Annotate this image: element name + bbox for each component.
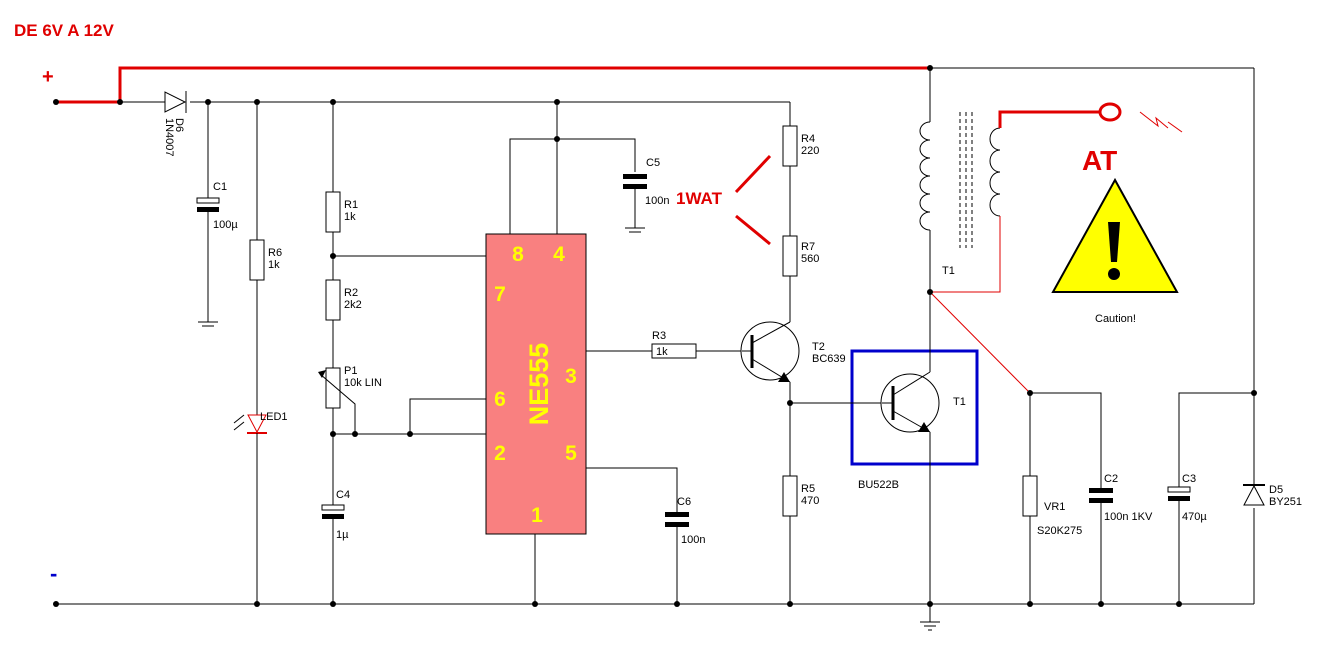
svg-text:1N4007: 1N4007	[163, 118, 175, 157]
pin-8-label: 8	[512, 243, 524, 266]
pin-2-label: 2	[494, 442, 506, 465]
led-led1: LED1	[233, 411, 288, 604]
svg-text:1k: 1k	[656, 346, 668, 358]
svg-text:100n: 100n	[645, 195, 669, 207]
capacitor-c6: C6 100n	[665, 496, 705, 604]
svg-text:R7: R7	[801, 241, 815, 253]
svg-text:1k: 1k	[268, 259, 280, 271]
svg-text:2k2: 2k2	[344, 299, 362, 311]
svg-text:LED1: LED1	[260, 411, 288, 423]
resistor-r4: R4 220	[782, 102, 819, 236]
pin-6-label: 6	[494, 388, 506, 411]
varistor-vr1: VR1 S20K275	[1022, 392, 1102, 604]
svg-text:T1: T1	[953, 396, 966, 408]
svg-text:220: 220	[801, 145, 819, 157]
svg-text:1WAT: 1WAT	[676, 189, 723, 208]
svg-text:470µ: 470µ	[1182, 511, 1207, 523]
svg-text:C4: C4	[336, 489, 350, 501]
svg-text:D6: D6	[173, 118, 185, 132]
transformer-t1: T1	[919, 68, 1001, 292]
resistor-r3: R3 1k	[651, 330, 697, 359]
ne555-chip: 8 4 7 3 6 2 5 1 NE555	[485, 233, 587, 535]
svg-text:R4: R4	[801, 133, 815, 145]
svg-text:S20K275: S20K275	[1037, 525, 1082, 537]
svg-text:C3: C3	[1182, 473, 1196, 485]
svg-text:BU522B: BU522B	[858, 479, 899, 491]
ic-name-label: NE555	[524, 343, 554, 426]
svg-text:560: 560	[801, 253, 819, 265]
highlight-box	[850, 349, 979, 466]
svg-text:VR1: VR1	[1044, 501, 1065, 513]
plus-terminal-label: +	[42, 66, 54, 88]
svg-text:C5: C5	[646, 157, 660, 169]
svg-text:100n: 100n	[681, 534, 705, 546]
svg-text:C1: C1	[213, 181, 227, 193]
svg-text:T2: T2	[812, 341, 825, 353]
resistor-r6: R6 1k	[249, 102, 282, 415]
power-rating-note: 1WAT	[676, 154, 772, 246]
diode-d5: D5 BY251	[1243, 484, 1302, 508]
svg-text:BC639: BC639	[812, 353, 846, 365]
svg-text:R2: R2	[344, 287, 358, 299]
resistor-r1: R1 1k	[325, 102, 358, 280]
red-supply-wire	[56, 66, 930, 104]
transistor-t1: T1 BU522B	[790, 292, 979, 604]
svg-text:R3: R3	[652, 330, 666, 342]
svg-text:P1: P1	[344, 365, 357, 377]
svg-text:1k: 1k	[344, 211, 356, 223]
pin-4-label: 4	[553, 243, 565, 266]
junction-dots	[53, 65, 1257, 607]
svg-text:R1: R1	[344, 199, 358, 211]
pin-1-label: 1	[531, 504, 543, 527]
capacitor-c3: C3 470µ	[1167, 392, 1254, 604]
hv-output: AT	[929, 102, 1183, 394]
svg-text:10k LIN: 10k LIN	[344, 377, 382, 389]
svg-text:R6: R6	[268, 247, 282, 259]
diode-d6: D6 1N4007	[163, 91, 187, 157]
ic-wiring	[333, 102, 742, 604]
svg-text:100n 1KV: 100n 1KV	[1104, 511, 1153, 523]
transistor-t2: T2 BC639	[740, 321, 846, 383]
minus-terminal-label: -	[50, 561, 57, 586]
svg-text:D5: D5	[1269, 484, 1283, 496]
capacitor-c2: C2 100n 1KV	[1089, 473, 1153, 604]
capacitor-c4: C4 1µ	[321, 489, 350, 604]
page-title: DE 6V A 12V	[14, 21, 115, 40]
top-rail	[120, 67, 1255, 485]
pin-5-label: 5	[565, 442, 577, 465]
svg-text:1µ: 1µ	[336, 529, 349, 541]
capacitor-c1: C1 100µ	[196, 102, 238, 327]
svg-text:470: 470	[801, 495, 819, 507]
capacitor-c5: C5 100n	[623, 157, 669, 233]
svg-text:C2: C2	[1104, 473, 1118, 485]
caution-sign: Caution!	[1051, 177, 1179, 325]
resistor-r5: R5 470	[782, 382, 819, 604]
svg-text:Caution!: Caution!	[1095, 313, 1136, 325]
hv-label: AT	[1082, 145, 1117, 176]
pin-7-label: 7	[494, 283, 506, 306]
svg-text:R5: R5	[801, 483, 815, 495]
potentiometer-p1: P1 10k LIN	[318, 365, 382, 505]
svg-text:T1: T1	[942, 265, 955, 277]
svg-text:C6: C6	[677, 496, 691, 508]
pin-3-label: 3	[565, 365, 577, 388]
svg-text:100µ: 100µ	[213, 219, 238, 231]
resistor-r2: R2 2k2	[325, 279, 362, 368]
resistor-r7: R7 560	[782, 235, 819, 322]
svg-text:BY251: BY251	[1269, 496, 1302, 508]
